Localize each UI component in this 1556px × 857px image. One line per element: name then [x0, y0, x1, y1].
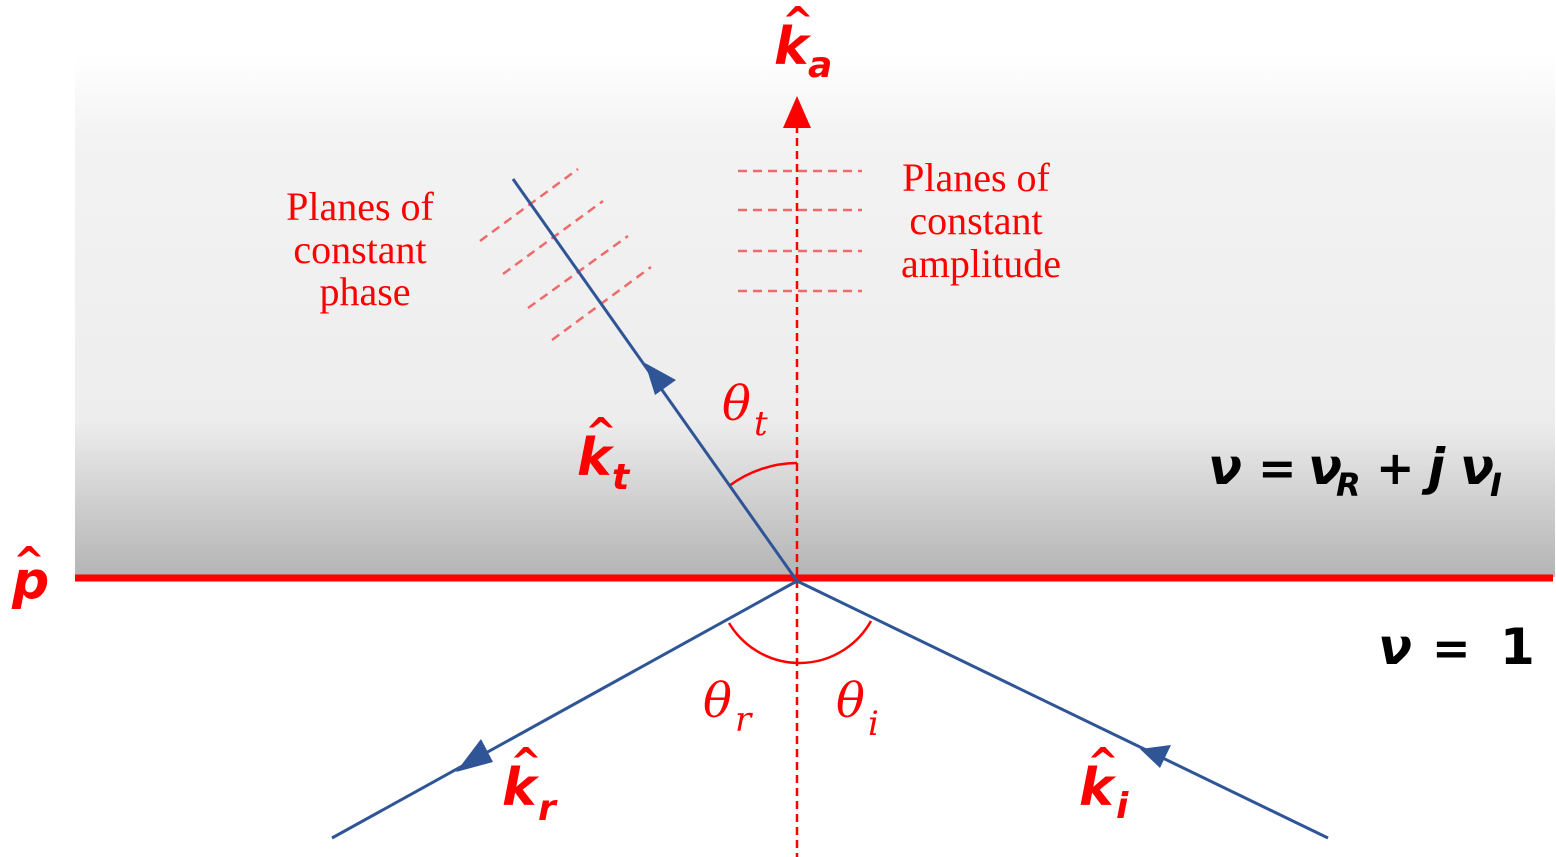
p-letter: p — [11, 551, 49, 611]
upper-medium-equation: ν = ν R + j ν I — [1208, 438, 1502, 504]
k-t-letter: k — [577, 428, 615, 488]
k-t-hat: ^ — [585, 410, 617, 454]
reflected-arrowhead — [456, 739, 493, 772]
upper-nu-R: ν — [1308, 438, 1342, 496]
theta-i-subscript: i — [868, 704, 879, 744]
constant-amplitude-planes — [738, 169, 862, 293]
theta-r-subscript: r — [735, 700, 753, 740]
lower-one: 1 — [1500, 618, 1535, 676]
upper-I: I — [1490, 466, 1502, 504]
p-hat: ^ — [13, 539, 45, 583]
incident-ray — [796, 579, 1329, 840]
k-r-hat: ^ — [510, 740, 542, 784]
theta-t-subscript: t — [754, 404, 768, 444]
phase-annotation-line-3: phase — [319, 269, 410, 314]
amplitude-annotation-line-1: Planes of — [902, 155, 1050, 200]
theta-t-label: θ t — [722, 376, 768, 444]
upper-nu: ν — [1208, 438, 1242, 496]
k-i-hat: ^ — [1087, 740, 1119, 784]
k-r-letter: k — [502, 758, 540, 818]
lower-medium-equation: ν = 1 — [1378, 618, 1535, 676]
theta-t-arc — [728, 461, 798, 488]
k-a-label: ^ k a — [774, 0, 832, 86]
amplitude-annotation-line-2: constant — [909, 198, 1042, 243]
k-t-subscript: t — [612, 457, 631, 498]
transmitted-arrowhead — [645, 363, 676, 395]
amplitude-annotation: Planes of constant amplitude — [901, 155, 1061, 286]
k-a-arrowhead — [783, 96, 811, 128]
reflected-ray — [331, 579, 798, 840]
upper-equals: = — [1258, 441, 1297, 495]
theta-r-letter: θ — [703, 673, 732, 729]
amplitude-annotation-line-3: amplitude — [901, 241, 1061, 286]
theta-i-label: θ i — [836, 673, 879, 744]
k-a-hat: ^ — [782, 0, 814, 43]
phase-annotation-line-2: constant — [293, 227, 426, 272]
k-r-label: ^ k r — [502, 740, 558, 829]
lower-equals: = — [1432, 621, 1471, 675]
k-t-label: ^ k t — [577, 410, 631, 498]
phase-plane-1 — [479, 167, 579, 243]
k-a-letter: k — [774, 17, 812, 77]
theta-r-label: θ r — [703, 673, 753, 740]
phase-annotation: Planes of constant phase — [286, 184, 444, 314]
theta-ri-arc — [727, 620, 873, 665]
k-i-label: ^ k i — [1079, 740, 1129, 827]
k-i-letter: k — [1079, 758, 1117, 818]
upper-nu-I: ν — [1460, 438, 1494, 496]
k-i-subscript: i — [1116, 786, 1129, 827]
k-r-subscript: r — [538, 788, 558, 829]
lower-nu: ν — [1378, 618, 1412, 676]
p-label: ^ p — [11, 539, 49, 611]
phase-annotation-line-1: Planes of — [286, 184, 434, 229]
incident-arrowhead — [1140, 745, 1171, 768]
k-a-subscript: a — [808, 45, 832, 86]
lossy-medium-region — [75, 55, 1555, 577]
theta-i-letter: θ — [836, 673, 865, 729]
upper-plus: + — [1376, 441, 1415, 495]
upper-R: R — [1336, 466, 1361, 504]
theta-t-letter: θ — [722, 376, 751, 432]
